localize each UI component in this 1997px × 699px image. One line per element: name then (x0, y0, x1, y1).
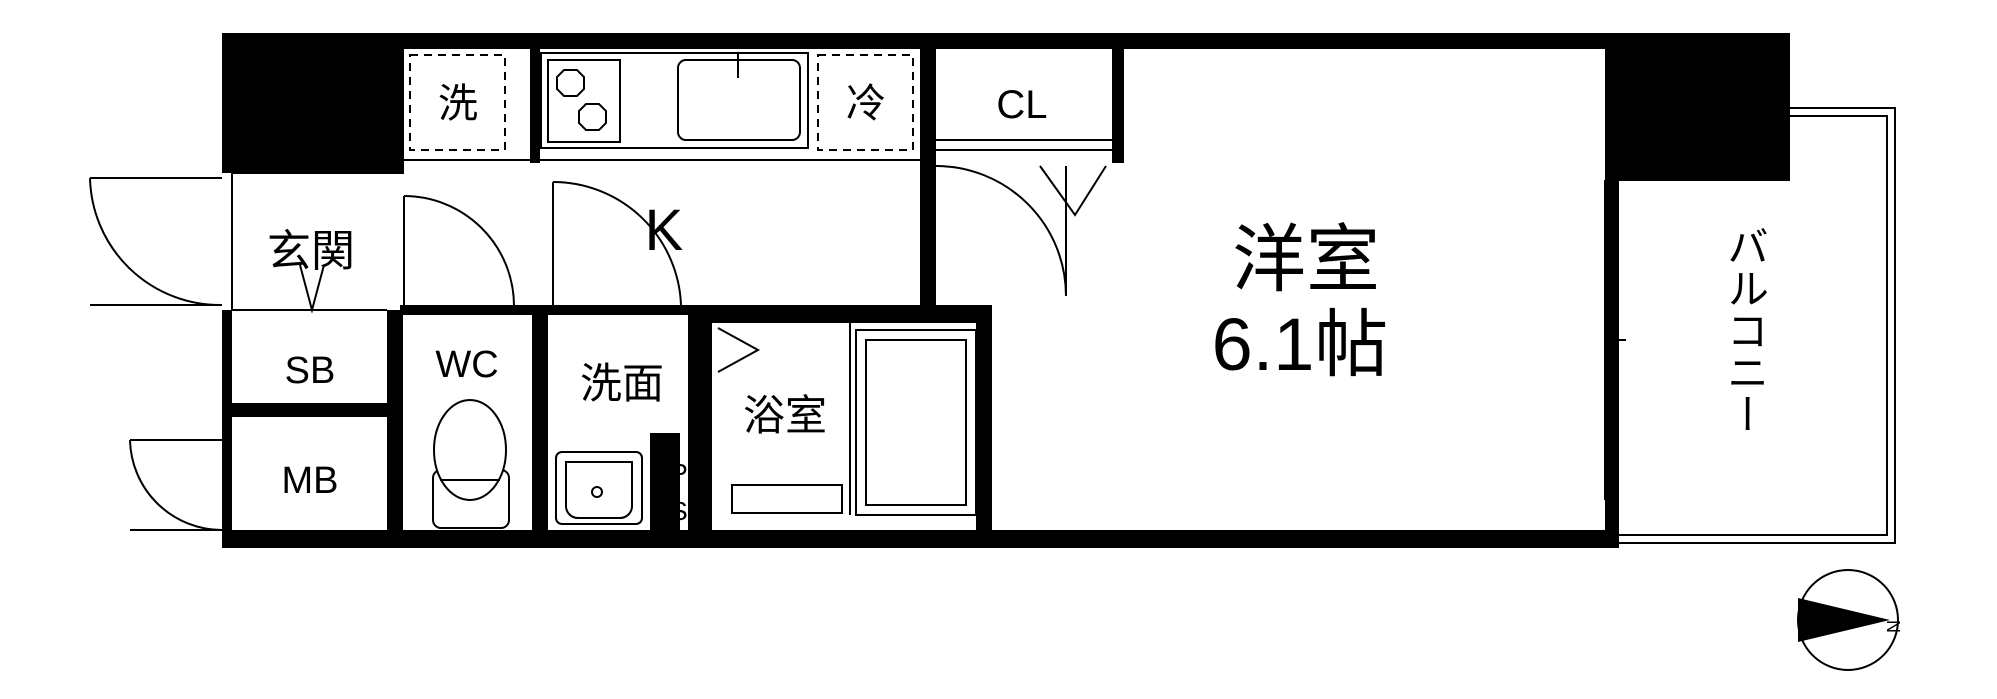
doors (89, 165, 1107, 531)
fixtures (409, 52, 977, 529)
balcony-label: バルコニー (1722, 225, 1769, 435)
room-lines (231, 107, 1896, 544)
fridge-label: 冷 (846, 82, 886, 126)
toilet-door-icon[interactable] (403, 195, 515, 306)
meter-door-icon[interactable] (129, 439, 223, 531)
burner-icon (578, 103, 607, 131)
compass-north-label: N (1883, 620, 1903, 633)
pipe-space-label-p: P (670, 458, 687, 488)
washroom-door-icon[interactable] (552, 181, 682, 306)
north-arrow-icon (1798, 598, 1890, 642)
bathroom-label: 浴室 (743, 392, 827, 439)
labels: 洗 冷 CL 玄関 K SB MB WC 洗面 P S 浴室 洋室 6.1帖 バ… (267, 82, 1769, 526)
toilet-icon (432, 399, 510, 529)
toilet-label: WC (435, 344, 498, 386)
washroom-label: 洗面 (580, 360, 664, 407)
closet-label: CL (996, 83, 1047, 127)
western-room-size: 6.1帖 (1212, 303, 1389, 386)
shoe-box-label: SB (285, 350, 336, 392)
washbasin-icon (555, 451, 643, 525)
burner-icon (556, 69, 585, 97)
washer-label: 洗 (438, 82, 478, 126)
kitchen-label: K (645, 198, 684, 263)
closet-door-icon[interactable] (1039, 165, 1107, 217)
walls (222, 33, 1790, 548)
meter-box-label: MB (282, 460, 339, 502)
room-door-icon[interactable] (935, 165, 1067, 297)
western-room-label: 洋室 (1232, 218, 1380, 301)
pipe-space-label-s: S (670, 496, 687, 526)
entrance-door-icon[interactable] (89, 177, 223, 307)
compass: N (1797, 569, 1903, 671)
entrance-label: 玄関 (267, 227, 355, 276)
